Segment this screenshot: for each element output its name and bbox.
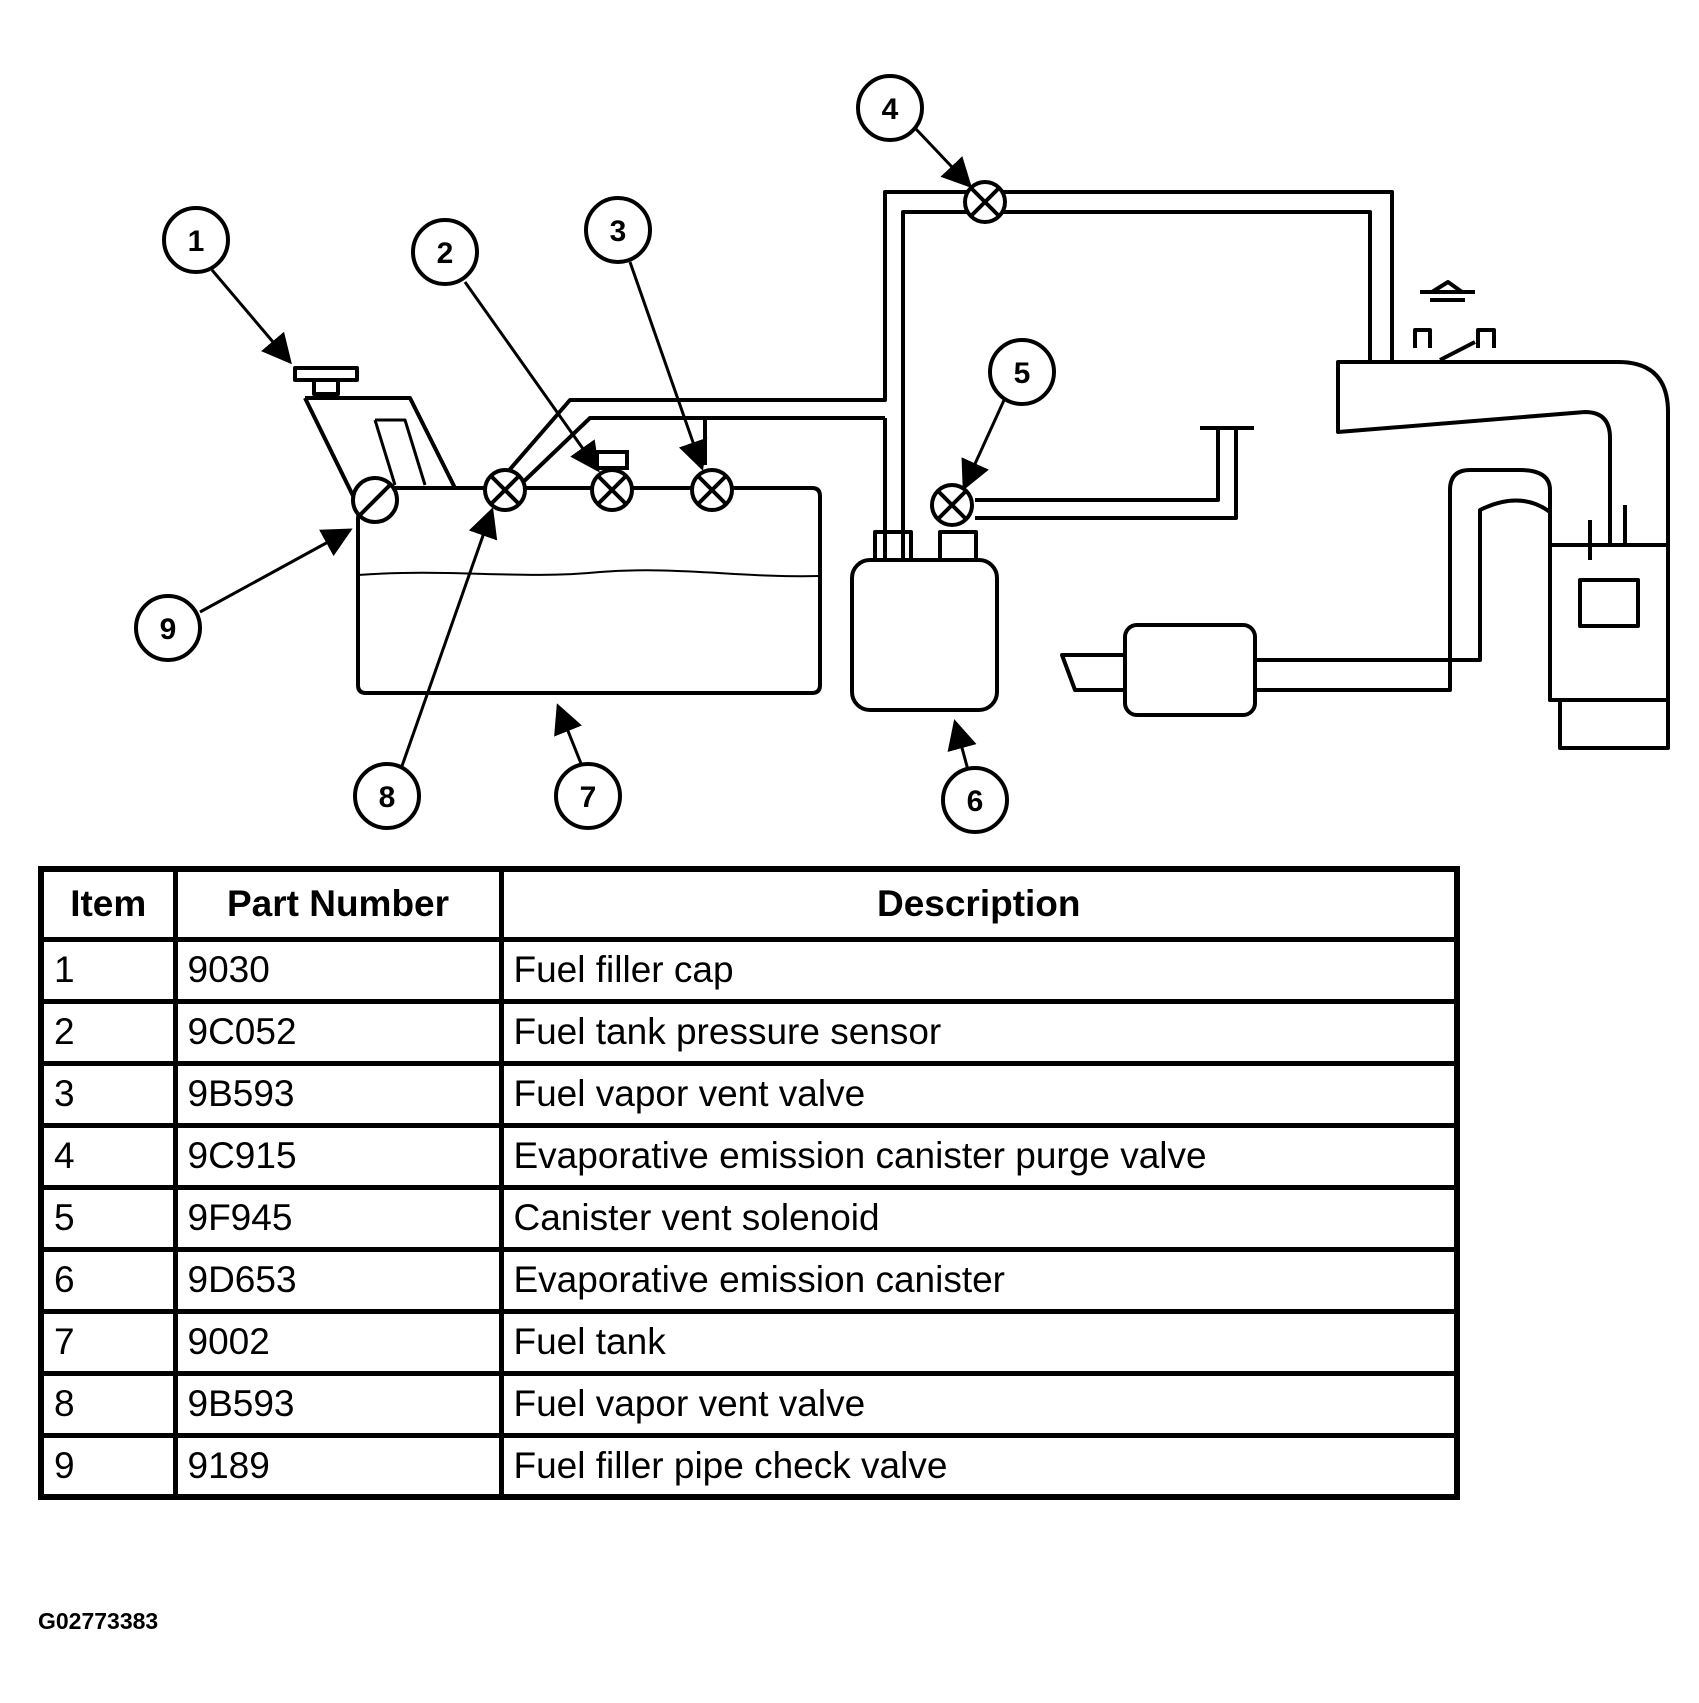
cell-part-number: 9030 [172, 936, 504, 1004]
header-item: Item [38, 866, 178, 942]
filler-neck [303, 396, 457, 511]
callout-circle-9 [134, 594, 202, 662]
cell-description: Fuel filler cap [498, 936, 1460, 1004]
callout-circle-4 [856, 74, 924, 142]
cell-item: 8 [38, 1370, 178, 1438]
figure-id: G02773383 [38, 1608, 159, 1634]
valve-2-symbol [590, 450, 634, 512]
callout-circle-6 [941, 766, 1009, 834]
cell-description: Fuel filler pipe check valve [498, 1432, 1460, 1500]
valve-3-symbol [690, 468, 734, 512]
cell-part-number: 9002 [172, 1308, 504, 1376]
tailpipe [1060, 653, 1125, 692]
cell-description: Evaporative emission canister purge valv… [498, 1122, 1460, 1190]
throttle-body [1413, 328, 1496, 362]
callout-group: 1 2 3 4 5 6 7 8 9 [134, 74, 1056, 834]
callout-label-8: 8 [379, 781, 396, 814]
cell-part-number: 9F945 [172, 1184, 504, 1252]
callout-circle-3 [584, 196, 652, 264]
engine-valves [1588, 505, 1627, 560]
cell-description: Fuel vapor vent valve [498, 1370, 1460, 1438]
valve-8-symbol [483, 468, 527, 512]
vapor-line-inner [518, 210, 1372, 560]
airflow-arrow-top [1420, 280, 1475, 302]
leader-4 [913, 126, 973, 189]
leader-7 [554, 703, 584, 767]
cell-part-number: 9C052 [172, 998, 504, 1066]
callout-circle-8 [353, 762, 421, 830]
cell-item: 9 [38, 1432, 178, 1500]
callout-label-9: 9 [160, 613, 177, 646]
exhaust-pipe [1255, 468, 1552, 692]
canister-port-left [873, 530, 913, 562]
cell-description: Evaporative emission canister [498, 1246, 1460, 1314]
intake-manifold [1336, 360, 1670, 702]
evap-system-diagram: 1 2 3 4 5 6 7 8 9 [134, 74, 1670, 834]
callout-label-3: 3 [610, 215, 627, 248]
valve-4-symbol [963, 180, 1007, 224]
leader-5 [961, 397, 1007, 491]
cell-part-number: 9B593 [172, 1060, 504, 1128]
engine-crankcase [1558, 698, 1670, 750]
muffler [1123, 623, 1257, 717]
callout-label-2: 2 [437, 237, 454, 270]
callout-label-1: 1 [188, 225, 205, 258]
cell-description: Fuel tank [498, 1308, 1460, 1376]
cell-item: 6 [38, 1246, 178, 1314]
leader-2 [463, 281, 600, 473]
leader-9 [199, 528, 353, 614]
fuel-level-line [357, 569, 821, 578]
leader-8 [400, 507, 498, 767]
cell-part-number: 9D653 [172, 1246, 504, 1314]
cell-item: 4 [38, 1122, 178, 1190]
leader-6 [947, 719, 977, 771]
cell-part-number: 9189 [172, 1432, 504, 1500]
callout-label-5: 5 [1014, 357, 1031, 390]
header-description: Description [498, 866, 1460, 942]
callout-label-4: 4 [882, 93, 899, 126]
leader-3 [628, 261, 708, 471]
cell-item: 3 [38, 1060, 178, 1128]
leader-1 [210, 269, 292, 365]
engine-cylinder [1548, 543, 1670, 702]
cell-item: 5 [38, 1184, 178, 1252]
cell-description: Fuel tank pressure sensor [498, 998, 1460, 1066]
vapor-line-outer [503, 190, 1394, 477]
engine-piston [1578, 578, 1640, 628]
fuel-tank [356, 486, 822, 695]
fuel-filler-cap-stem [312, 378, 340, 396]
valve-5-symbol [930, 483, 974, 527]
header-part-number: Part Number [172, 866, 504, 942]
callout-circle-2 [411, 218, 479, 286]
cell-part-number: 9C915 [172, 1122, 504, 1190]
cell-item: 2 [38, 998, 178, 1066]
cell-item: 7 [38, 1308, 178, 1376]
callout-circle-1 [162, 206, 230, 274]
filler-neck-inner [373, 418, 427, 486]
callout-circle-7 [554, 762, 622, 830]
cell-description: Fuel vapor vent valve [498, 1060, 1460, 1128]
callout-circle-5 [988, 338, 1056, 406]
cell-item: 1 [38, 936, 178, 1004]
cell-description: Canister vent solenoid [498, 1184, 1460, 1252]
cell-part-number: 9B593 [172, 1370, 504, 1438]
callout-label-7: 7 [580, 781, 597, 814]
callout-label-6: 6 [967, 785, 984, 818]
canister-port-right [938, 530, 978, 562]
vent-line [975, 426, 1254, 520]
evap-canister-body [850, 558, 999, 712]
valve-9-symbol [351, 476, 399, 524]
table-header-row: Item Part Number Description [38, 866, 1460, 942]
